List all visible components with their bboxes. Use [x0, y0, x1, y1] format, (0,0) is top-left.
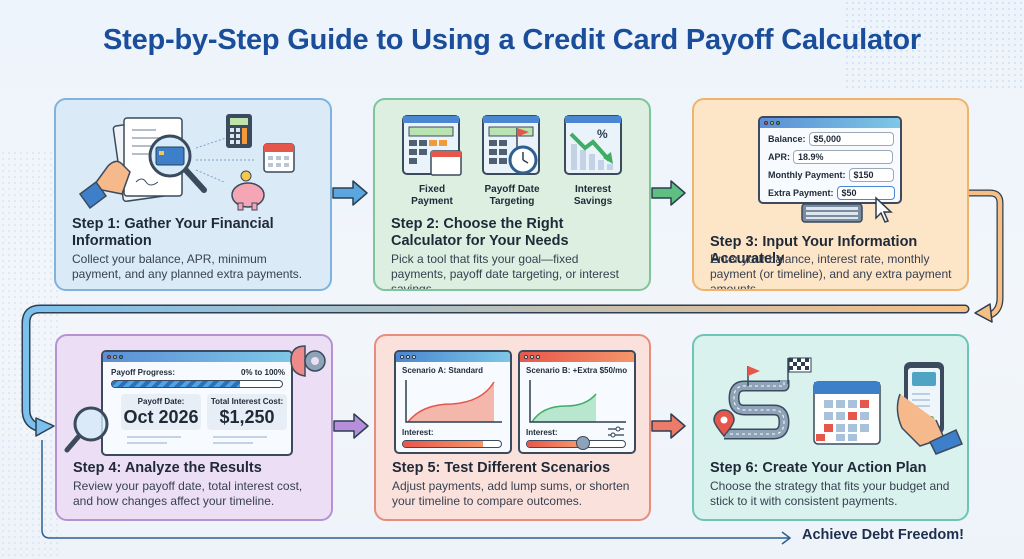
payoff-progress-fill [112, 381, 240, 387]
magnifier-icon [148, 134, 207, 193]
scenario-a-interest-label: Interest: [402, 428, 434, 437]
window-titlebar [396, 352, 510, 362]
step-6-illustration [713, 357, 963, 455]
window-titlebar [520, 352, 634, 362]
window-titlebar [103, 352, 291, 362]
arrow-step4-to-step5 [333, 413, 369, 439]
step-3-title: Step 3: Input Your Information Accuratel… [710, 234, 918, 267]
step-5-card: Scenario A: Standard Interest: Scenario … [374, 334, 651, 521]
scenario-a-title: Scenario A: Standard [402, 366, 484, 375]
magnifier-icon [64, 406, 109, 453]
step-1-description: Collect your balance, APR, minimum payme… [72, 252, 303, 281]
step-2-title: Step 2: Choose the Right Calculator for … [391, 216, 569, 249]
monthly-payment-field: Monthly Payment:$150 [768, 168, 894, 182]
scenario-a-interest-bar [402, 440, 502, 448]
keyboard-cursor-illustration [801, 196, 893, 223]
step-6-description: Choose the strategy that fits your budge… [710, 479, 950, 508]
arrow-step5-to-step6 [651, 413, 686, 439]
background-dot-pattern [844, 0, 1024, 90]
step-2-illustration: % [402, 115, 622, 176]
keyboard-icon [801, 203, 863, 223]
scenario-b-window: Scenario B: +Extra $50/mo Interest: [518, 350, 636, 454]
scenario-b-title: Scenario B: +Extra $50/mo [526, 366, 628, 375]
scenario-a-window: Scenario A: Standard Interest: [394, 350, 512, 454]
calendar-icon [263, 143, 295, 173]
step-5-title: Step 5: Test Different Scenarios [392, 460, 611, 476]
step-3-description: Enter your balance, interest rate, month… [710, 252, 952, 291]
hand-icon [78, 160, 131, 210]
checkered-flag-icon [787, 357, 812, 384]
background-dot-pattern-left [0, 150, 60, 559]
road-map-icon [713, 357, 812, 440]
page-title: Step-by-Step Guide to Using a Credit Car… [102, 24, 922, 56]
scenario-b-interest-label: Interest: [526, 428, 558, 437]
arrow-step3-to-row2 [965, 189, 1004, 323]
window-titlebar [760, 118, 900, 128]
total-interest-box: Total Interest Cost: $1,250 [207, 394, 287, 430]
brain-gear-icon [290, 345, 326, 377]
payoff-progress-range: 0% to 100% [240, 368, 285, 377]
step-5-description: Adjust payments, add lump sums, or short… [392, 479, 630, 508]
step-3-card: Balance:$5,000 APR:18.9% Monthly Payment… [692, 98, 969, 291]
achieve-debt-freedom-label: Achieve Debt Freedom! [802, 527, 964, 543]
mouse-cursor-icon [875, 196, 893, 223]
phone-payment-icon [896, 362, 963, 455]
payoff-date-value: Oct 2026 [123, 407, 199, 427]
scenario-b-chart [529, 380, 626, 423]
arrow-step2-to-step3 [651, 180, 686, 206]
apr-field: APR:18.9% [768, 150, 893, 164]
step-1-card: Step 1: Gather Your Financial Informatio… [54, 98, 332, 291]
results-window: Payoff Progress: 0% to 100% Payoff Date:… [101, 350, 293, 456]
calendar-checklist-icon [813, 381, 881, 445]
step-6-title: Step 6: Create Your Action Plan [710, 460, 927, 476]
step-1-illustration [78, 114, 295, 211]
sliders-icon [608, 426, 624, 438]
step-1-title: Step 1: Gather Your Financial Informatio… [72, 216, 274, 249]
total-interest-value: $1,250 [219, 407, 275, 427]
calculator-icon [226, 114, 252, 148]
payoff-progress-bar [111, 380, 283, 388]
calculator-clock-flag-icon [482, 115, 540, 175]
credit-card-icon [155, 146, 185, 166]
piggy-bank-icon [231, 170, 265, 211]
slider-handle[interactable] [576, 436, 590, 450]
step-4-title: Step 4: Analyze the Results [73, 460, 262, 476]
step-2-description: Pick a tool that fits your goal—fixed pa… [391, 252, 619, 291]
location-pin-icon [713, 409, 735, 438]
balance-field: Balance:$5,000 [768, 132, 894, 146]
payoff-date-box: Payoff Date: Oct 2026 [121, 394, 201, 430]
step-6-card: Step 6: Create Your Action Plan Choose t… [692, 334, 969, 521]
payoff-progress-label: Payoff Progress: [111, 368, 176, 377]
calculator-calendar-icon [402, 115, 462, 176]
arrow-step1-to-step2 [332, 180, 368, 206]
svg-text:%: % [597, 127, 608, 141]
scenario-a-chart [405, 380, 502, 423]
step-4-description: Review your payoff date, total interest … [73, 479, 303, 508]
step-4-card: Payoff Progress: 0% to 100% Payoff Date:… [55, 334, 333, 521]
chart-down-percent-icon: % [564, 115, 622, 175]
input-form-window: Balance:$5,000 APR:18.9% Monthly Payment… [758, 116, 902, 204]
extra-payment-field: Extra Payment:$50 [768, 186, 895, 200]
